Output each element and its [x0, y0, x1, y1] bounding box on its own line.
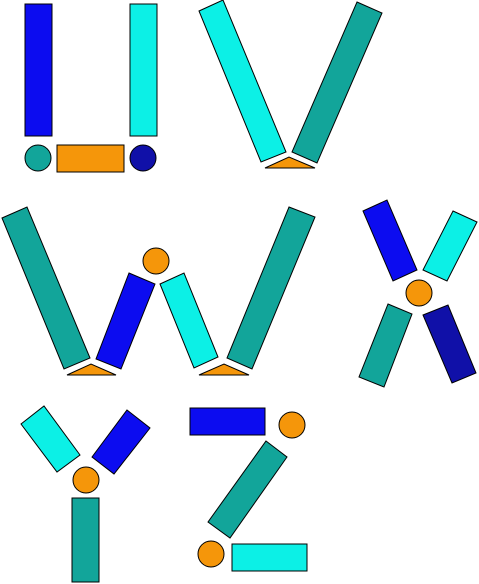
y-right-bar — [91, 409, 151, 475]
w-outer-right-bar — [226, 206, 316, 370]
u-right-bar — [129, 3, 158, 137]
y-stem-bar — [71, 497, 100, 583]
v-bottom-triangle — [264, 156, 316, 169]
u-left-circle — [24, 144, 52, 172]
z-bottom-circle — [197, 540, 225, 568]
letter-v — [198, 0, 383, 169]
w-inner-right-bar — [159, 272, 219, 369]
z-diagonal-bar — [207, 440, 288, 539]
w-left-triangle — [66, 363, 117, 376]
letter-w — [1, 206, 316, 376]
letter-y — [20, 405, 151, 583]
w-outer-left-bar — [1, 206, 91, 370]
x-center-circle — [405, 279, 433, 307]
x-top-left-bar — [362, 199, 418, 282]
x-top-right-bar — [422, 210, 478, 282]
z-bottom-bar — [231, 543, 308, 572]
w-top-circle — [142, 247, 170, 275]
u-right-circle — [129, 144, 157, 172]
w-right-triangle — [198, 363, 250, 376]
v-left-bar — [198, 0, 287, 163]
y-center-circle — [72, 466, 100, 494]
letter-x — [358, 199, 478, 388]
letter-z — [189, 407, 308, 572]
x-bottom-right-bar — [422, 304, 477, 384]
u-bottom-bar — [56, 144, 125, 173]
v-right-bar — [291, 1, 383, 164]
z-top-circle — [278, 411, 306, 439]
u-left-bar — [24, 3, 53, 137]
w-inner-left-bar — [95, 272, 156, 370]
y-left-bar — [20, 405, 81, 473]
x-bottom-left-bar — [358, 303, 413, 388]
letter-u — [24, 3, 158, 173]
z-top-bar — [189, 407, 266, 436]
